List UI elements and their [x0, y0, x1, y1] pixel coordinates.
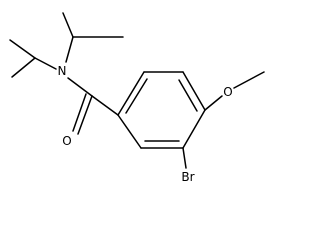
- atom-label-bromine: Br: [181, 170, 194, 184]
- bond-ring-methoxy-o: [204, 95, 223, 111]
- bond-n-ch-left: [34, 57, 57, 70]
- ring-bond-6: [117, 114, 142, 149]
- bromo-group: [182, 147, 187, 169]
- bond-n-ch-top: [65, 36, 74, 63]
- isopropyl-top: [62, 12, 124, 63]
- amide-group: [67, 77, 119, 135]
- benzene-ring: [117, 71, 206, 149]
- atom-label-nitrogen: N: [58, 64, 67, 78]
- bond-ch-left-methyl-down: [11, 57, 36, 78]
- bond-methoxy-o-ch3: [233, 71, 265, 89]
- atom-label-methoxy-oxygen: O: [223, 85, 232, 99]
- ring-bond-3: [182, 71, 206, 111]
- isopropyl-left: [9, 39, 57, 78]
- ring-bond-3-inner: [178, 79, 198, 112]
- ring-bond-1: [117, 71, 145, 116]
- atom-label-carbonyl-oxygen: O: [62, 134, 71, 148]
- bond-carbonyl-c-o-1: [77, 95, 93, 135]
- bond-carbonyl-c-o-2: [72, 93, 87, 132]
- bond-n-carbonyl-c: [67, 77, 93, 97]
- ring-bond-4: [182, 109, 206, 149]
- bond-ring-br: [182, 147, 187, 169]
- bond-ch-left-methyl-up: [9, 39, 36, 59]
- bond-carbonyl-c-ring: [91, 95, 119, 116]
- bond-ch-top-methyl-left: [62, 12, 74, 38]
- methoxy-group: [204, 71, 265, 111]
- structure-diagram: N O O Br: [9, 12, 265, 184]
- ring-bond-1-inner: [125, 78, 148, 114]
